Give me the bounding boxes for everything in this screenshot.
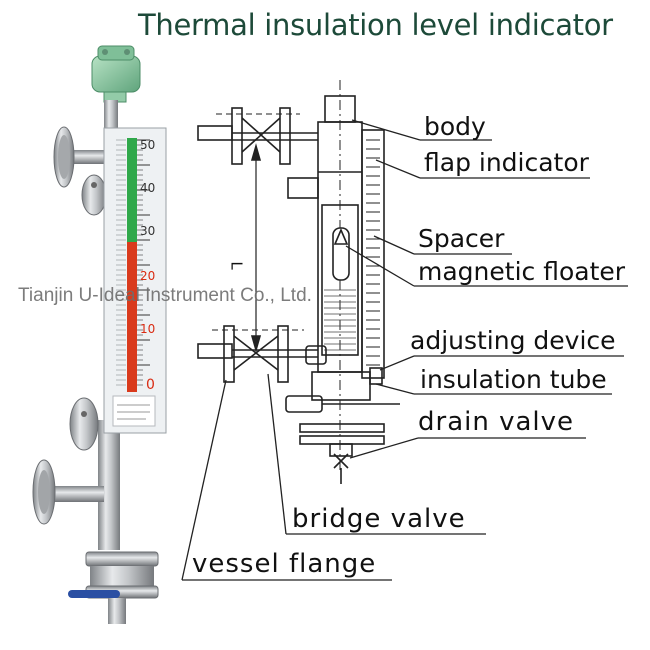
bottom-flange (68, 551, 159, 624)
label-vessel-flange: vessel flange (192, 549, 377, 579)
dimension-label-L: L (227, 261, 246, 270)
lower-chamber (98, 420, 120, 550)
label-adjusting-device: adjusting device (410, 326, 616, 355)
scale-label-0: 0 (146, 377, 155, 393)
red-flaps (127, 242, 137, 392)
scale-label-40: 40 (140, 181, 156, 195)
upper-connection (197, 107, 362, 199)
label-drain-valve: drain valve (418, 407, 575, 437)
scale-label-10: 10 (140, 322, 156, 336)
drain-valve-handle (68, 590, 120, 598)
scale-lines (116, 139, 150, 386)
level-gauge-photo (32, 45, 167, 624)
lower-connection (197, 325, 327, 383)
diagram-title: Thermal insulation level indicator (138, 8, 613, 42)
schematic-drawing (181, 80, 628, 581)
nameplate (112, 395, 156, 427)
scale-label-50: 50 (140, 138, 156, 152)
label-body: body (424, 112, 486, 141)
junction-box (91, 45, 141, 103)
label-insulation-tube: insulation tube (420, 365, 607, 394)
scale-label-20: 20 (140, 269, 156, 283)
scale-label-30: 30 (140, 224, 156, 238)
label-spacer: Spacer (418, 224, 505, 253)
upper-side-flange (53, 126, 107, 216)
watermark-text: Tianjin U-Ideal Instrument Co., Ltd. (18, 285, 312, 306)
label-magnetic-floater: magnetic floater (418, 257, 626, 286)
leader-lines (181, 119, 628, 581)
flap-indicator-strip (361, 129, 385, 379)
green-flaps (127, 138, 137, 242)
indicator-panel (103, 127, 167, 434)
lower-side-flange (32, 397, 104, 525)
label-bridge-valve: bridge valve (292, 504, 466, 534)
label-flap-indicator: flap indicator (424, 148, 589, 177)
float-chamber (321, 204, 359, 356)
drain-valve-symbol (333, 453, 349, 469)
insulation-tube (311, 371, 371, 401)
magnetic-floater (332, 227, 350, 281)
